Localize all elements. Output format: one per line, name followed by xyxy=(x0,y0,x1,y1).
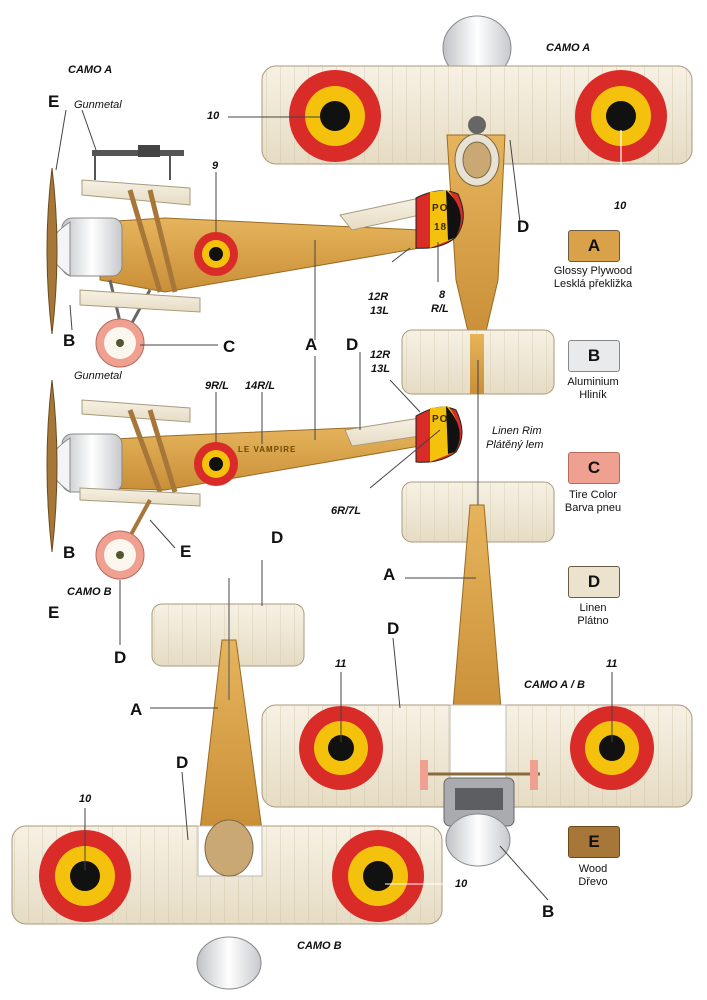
legend-swatch-c: C xyxy=(568,452,620,484)
num-10-top-left: 10 xyxy=(207,110,220,122)
fuselage-code-number: 18 xyxy=(434,222,448,233)
fuselage-code-letters-b: PO xyxy=(432,414,449,425)
roundel-top-left xyxy=(289,70,381,162)
num-11-right: 11 xyxy=(606,658,618,670)
camo-label-side-top: CAMO A xyxy=(68,64,113,76)
camo-label-top-view: CAMO A xyxy=(546,42,591,54)
callout-b-3: B xyxy=(542,902,555,921)
callout-c-1: C xyxy=(223,337,236,356)
num-8: 8 xyxy=(439,289,446,301)
spinner-bottom xyxy=(445,813,511,867)
callout-e-3: E xyxy=(48,603,60,622)
camo-label-bottom-view: CAMO A / B xyxy=(524,679,585,691)
callout-a-1: A xyxy=(305,335,318,354)
camo-label-side-bottom: CAMO B xyxy=(67,586,112,598)
callout-a-3: A xyxy=(130,700,143,719)
callout-d-5: D xyxy=(387,619,400,638)
note-linen-rim-cz: Plátěný lem xyxy=(486,439,544,451)
roundel-bottom-left xyxy=(299,706,383,790)
fuselage-code-letters: PO xyxy=(432,203,449,214)
callout-d-1: D xyxy=(346,335,359,354)
roundel-bottom-view-right xyxy=(332,830,424,922)
num-10-bottom-left: 10 xyxy=(79,793,92,805)
fuselage-top-view-b xyxy=(199,639,263,831)
num-11-left: 11 xyxy=(335,658,347,670)
num-13l-a: 13L xyxy=(370,305,389,317)
callout-d-4: D xyxy=(271,528,284,547)
num-14rl: 14R/L xyxy=(245,380,275,392)
note-gunmetal-2: Gunmetal xyxy=(74,370,122,382)
propeller-side-b xyxy=(46,379,58,553)
camo-label-top-view-b: CAMO B xyxy=(297,940,342,952)
side-view-camo-b xyxy=(46,352,463,645)
num-10-top-right: 10 xyxy=(614,200,627,212)
roundel-top-right xyxy=(575,70,667,162)
num-12r-a: 12R xyxy=(368,291,389,303)
callout-e-2: E xyxy=(180,542,192,561)
note-gunmetal-1: Gunmetal xyxy=(74,99,122,111)
legend-swatch-d: D xyxy=(568,566,620,598)
legend-swatch-b: B xyxy=(568,340,620,372)
side-view-camo-a xyxy=(46,109,464,368)
num-9rl: 9R/L xyxy=(205,380,229,392)
callout-d-6: D xyxy=(176,753,189,772)
num-12r-b: 12R xyxy=(370,349,391,361)
roundel-bottom-right xyxy=(570,706,654,790)
legend-swatch-a: A xyxy=(568,230,620,262)
num-13l-b: 13L xyxy=(371,363,390,375)
callout-d-3: D xyxy=(114,648,127,667)
callout-a-2: A xyxy=(383,565,396,584)
callout-b-2: B xyxy=(63,543,76,562)
roundel-side-a xyxy=(194,232,238,276)
propeller-side-a xyxy=(46,167,58,335)
roundel-bottom-view-left xyxy=(39,830,131,922)
num-10-bottom-right: 10 xyxy=(455,878,468,890)
top-view-camo-a xyxy=(228,15,693,395)
callout-e-1: E xyxy=(48,92,60,111)
bottom-view-camo-ab xyxy=(261,504,693,901)
legend-swatch-e: E xyxy=(568,826,620,858)
num-8-rl: R/L xyxy=(431,303,449,315)
note-linen-rim-en: Linen Rim xyxy=(492,425,542,437)
top-view-camo-b xyxy=(11,560,452,990)
num-6r7l: 6R/7L xyxy=(331,505,361,517)
fuselage-name: LE VAMPIRE xyxy=(238,445,297,454)
callout-b-1: B xyxy=(63,331,76,350)
num-9: 9 xyxy=(212,160,219,172)
roundel-side-b xyxy=(194,442,238,486)
callout-d-2: D xyxy=(517,217,530,236)
